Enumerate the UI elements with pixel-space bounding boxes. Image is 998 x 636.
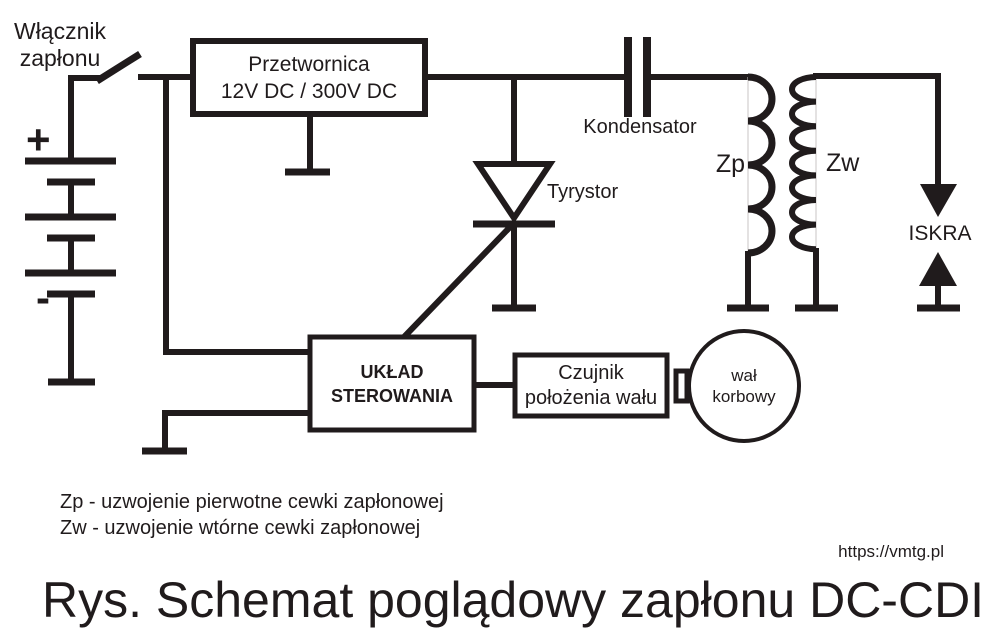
sensor-notch: [673, 368, 690, 404]
primary-winding-label: Zp: [715, 150, 745, 178]
battery-symbol: [25, 78, 116, 386]
secondary-winding-label: Zw: [826, 149, 860, 177]
figure-caption: Rys. Schemat poglądowy zapłonu DC-CDI: [42, 572, 985, 628]
site-url: https://vmtg.pl: [838, 542, 944, 561]
crankshaft-label-line2: korbowy: [712, 387, 776, 406]
legend-primary-line: Zp - uzwojenie pierwotne cewki zapłonowe…: [60, 491, 444, 513]
spark-label: ISKRA: [908, 222, 972, 245]
converter-label-line2: 12V DC / 300V DC: [220, 79, 398, 103]
legend-secondary-line: Zw - uzwojenie wtórne cewki zapłonowej: [60, 517, 421, 539]
primary-winding: [727, 73, 776, 312]
capacitor-label: Kondensator: [583, 116, 697, 138]
converter-box-label: Przetwornica 12V DC / 300V DC: [193, 41, 425, 114]
wire-12v-bus: [163, 74, 312, 355]
wire-coil-to-spark: [813, 73, 941, 186]
crankshaft-label: wał korbowy: [688, 358, 800, 414]
thyristor-label: Tyrystor: [547, 181, 619, 203]
control-unit-label: UKŁAD STEROWANIA: [310, 337, 474, 430]
secondary-winding-loops: [789, 74, 817, 253]
ignition-switch-label-line2: zapłonu: [19, 45, 101, 71]
ignition-switch-label: Włącznik zapłonu: [4, 18, 116, 72]
thyristor-triangle: [472, 161, 556, 224]
sensor-label-line2: położenia wału: [524, 386, 658, 409]
wire-control-ground: [162, 410, 312, 450]
thyristor-symbol: [401, 74, 556, 340]
ignition-switch-label-line1: Włącznik: [13, 18, 106, 44]
spark-up-arrow: [919, 252, 957, 286]
thyristor-gate-wire: [401, 222, 515, 340]
control-unit-label-line2: STEROWANIA: [330, 385, 453, 406]
battery-plus-label: +: [26, 116, 51, 163]
sensor-label: Czujnik położenia wału: [515, 355, 667, 416]
battery-minus-label: -: [36, 274, 50, 321]
ground-symbol-converter: [285, 114, 330, 176]
control-unit-label-line1: UKŁAD: [360, 361, 424, 382]
control-unit-box: [307, 334, 477, 433]
spark-down-arrow: [920, 184, 957, 217]
crankshaft-label-line1: wał: [731, 366, 757, 385]
switch-arm: [95, 51, 142, 84]
secondary-winding: [789, 74, 838, 312]
converter-label-line1: Przetwornica: [248, 52, 370, 76]
primary-winding-loops: [747, 73, 776, 257]
converter-box: [190, 38, 428, 117]
spark-gap: [917, 184, 960, 312]
sensor-label-line1: Czujnik: [558, 361, 624, 384]
sensor-box: [512, 352, 670, 419]
capacitor-symbol: [624, 37, 651, 117]
